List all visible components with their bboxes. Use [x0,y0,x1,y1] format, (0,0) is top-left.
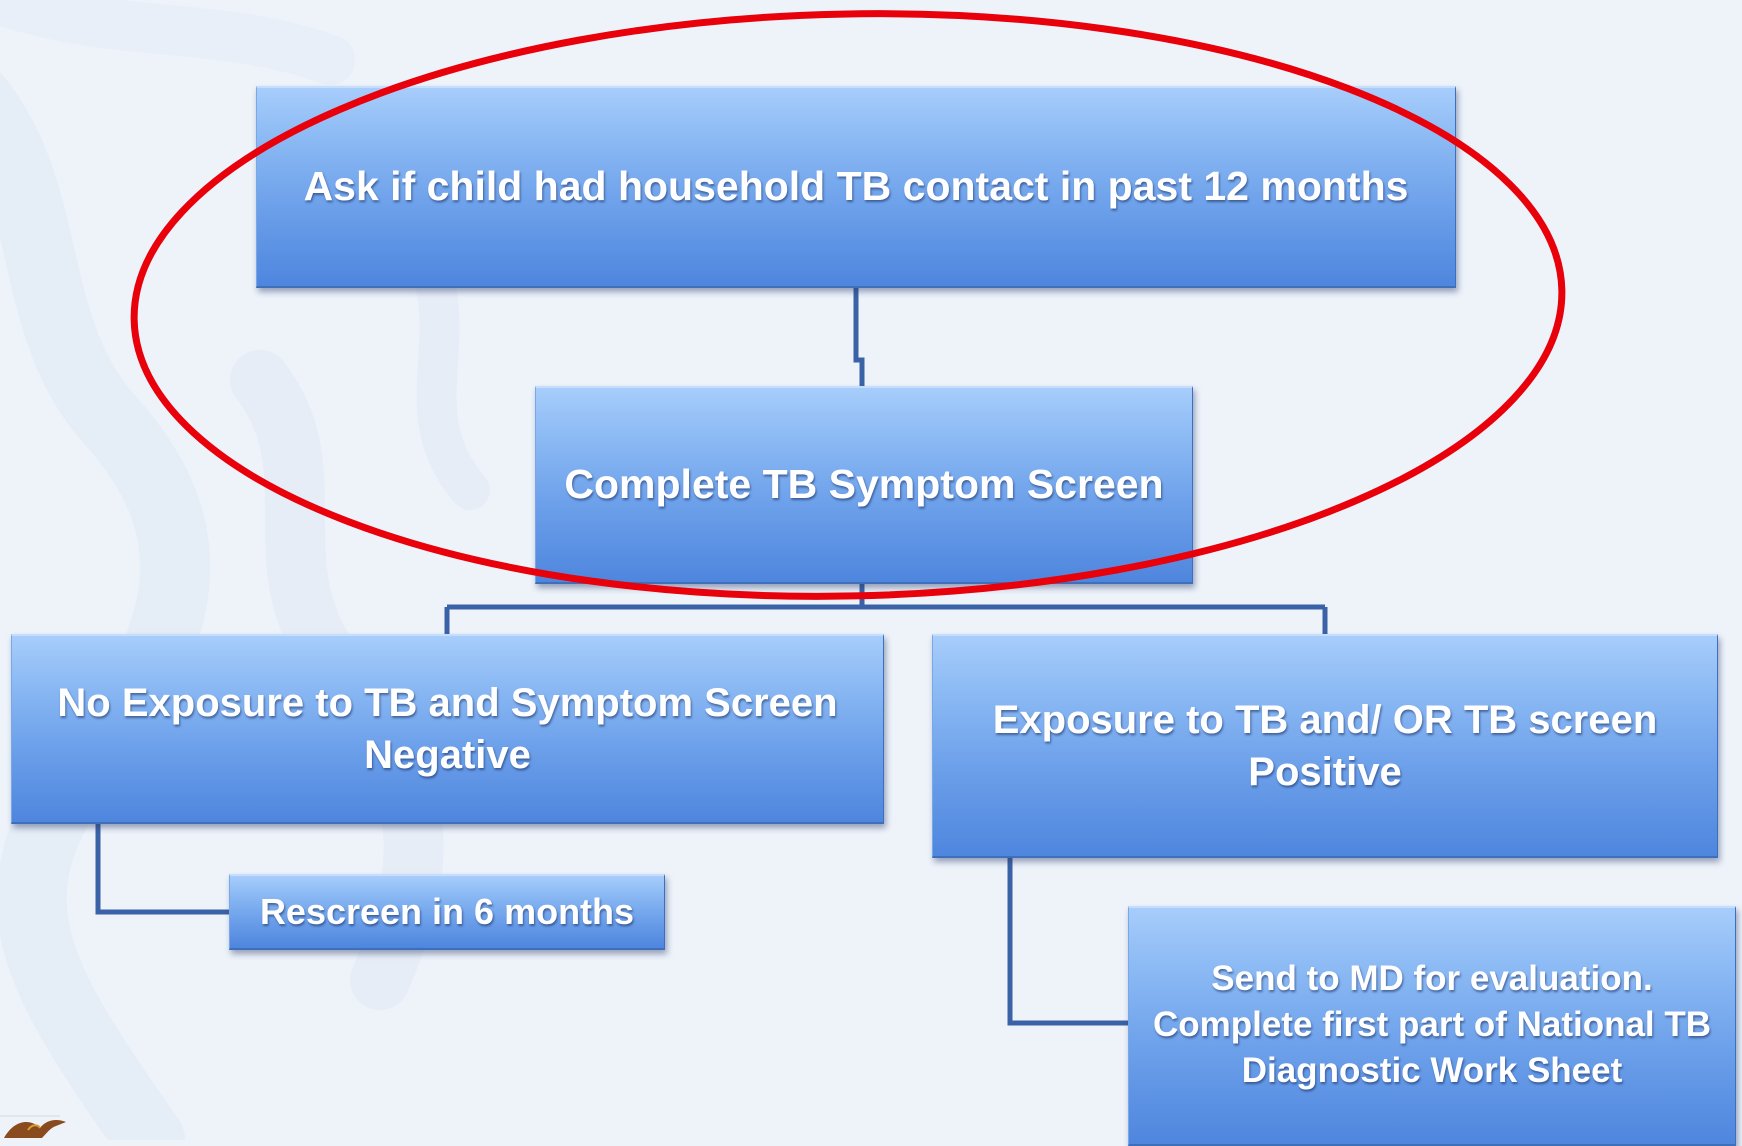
connector-ask-to-symptom [853,288,865,386]
node-ask-label: Ask if child had household TB contact in… [303,163,1409,210]
node-no-exposure-negative: No Exposure to TB and Symptom Screen Neg… [11,634,884,824]
node-rescreen-6-months: Rescreen in 6 months [229,874,665,950]
node-send-md-label: Send to MD for evaluation. Complete firs… [1152,959,1712,1091]
node-ask-household-contact: Ask if child had household TB contact in… [256,86,1456,288]
connector-no-exposure-to-rescreen [95,824,229,915]
node-symptom-label: Complete TB Symptom Screen [564,461,1164,508]
node-rescreen-label: Rescreen in 6 months [259,890,635,932]
eagle-emblem-icon [0,1115,66,1138]
node-send-to-md: Send to MD for evaluation. Complete firs… [1128,906,1736,1146]
node-complete-symptom-screen: Complete TB Symptom Screen [535,386,1193,584]
connector-exposure-to-send-md [1007,858,1128,1026]
node-no-exposure-label: No Exposure to TB and Symptom Screen Neg… [57,681,838,777]
node-exposure-positive: Exposure to TB and/ OR TB screen Positiv… [932,634,1718,858]
node-exposure-label: Exposure to TB and/ OR TB screen Positiv… [992,698,1658,794]
